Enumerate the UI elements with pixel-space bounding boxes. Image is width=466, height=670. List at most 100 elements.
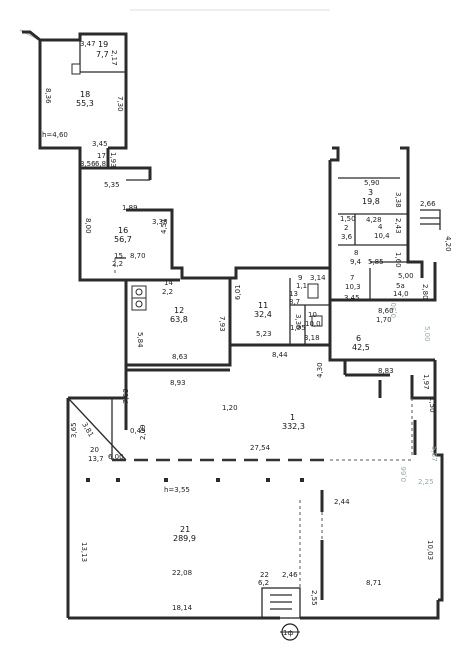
dim-r22-h: 2,55 xyxy=(310,590,318,606)
room-9-number: 9 xyxy=(298,274,302,282)
dim-r10-c: 8,44 xyxy=(272,351,288,359)
dim-r1-c: 27,54 xyxy=(250,444,271,452)
dim-r1-d: 1,50 xyxy=(428,397,436,413)
dim-r21-w: 22,08 xyxy=(172,569,192,577)
room-12-number: 12 xyxy=(174,306,184,315)
dim-r17-b: 3,56 xyxy=(80,160,96,168)
dim-r1-f: 0,66 xyxy=(400,466,408,482)
room-2-number: 2 xyxy=(344,224,348,232)
columns xyxy=(86,478,304,482)
room-labels: 19 7,7 18 55,3 17 6,8 16 56,7 15 2,2 14 … xyxy=(76,40,409,587)
dim-r20-e: 6,00 xyxy=(108,453,124,461)
entrance-marker: 1ф xyxy=(280,623,300,641)
dim-r20-c: 0,49 xyxy=(130,427,146,435)
dim-r19-h: 2,17 xyxy=(110,50,118,66)
dim-r11-h: 6,01 xyxy=(234,284,242,300)
room-19-area: 7,7 xyxy=(96,50,109,59)
dim-r10-a: 3,35 xyxy=(294,314,302,330)
dim-r16-f: 8,70 xyxy=(130,252,146,260)
room-9-area: 1,1 xyxy=(296,282,307,290)
dim-r6-w: 8,60 xyxy=(378,307,394,315)
room-19-number: 19 xyxy=(98,40,108,49)
room-14-area: 2,2 xyxy=(162,288,173,296)
dim-r1-a: 7,63 xyxy=(122,388,130,404)
room-8-number: 8 xyxy=(354,249,358,257)
dim-r18-w: 7,30 xyxy=(116,96,124,112)
dim-r20-a: 3,65 xyxy=(70,422,78,438)
room-4-area: 10,4 xyxy=(374,232,390,240)
dim-r5-d: 1,70 xyxy=(376,316,392,324)
dim-r5-c: 3,45 xyxy=(344,294,360,302)
dim-r21-e: 10,03 xyxy=(426,540,434,560)
dim-r5-b: 2,80 xyxy=(421,284,429,300)
walls xyxy=(22,30,444,620)
dim-r5-f: 5,00 xyxy=(423,326,431,342)
dim-r19-w: 3,47 xyxy=(80,40,96,48)
dim-r16-c: 1,89 xyxy=(122,204,138,212)
dim-r1-b: 1,20 xyxy=(222,404,238,412)
dim-r6-b: 8,83 xyxy=(378,367,394,375)
dim-r21-d: 8,71 xyxy=(366,579,382,587)
dim-r12-l: 5,84 xyxy=(136,332,144,348)
room-10-number: 10 xyxy=(308,311,317,319)
dim-r1-e: 5,87 xyxy=(430,446,438,462)
dim-r6-c: 4,30 xyxy=(316,362,324,378)
room-16-number: 16 xyxy=(118,226,128,235)
dim-r12-h: 7,93 xyxy=(218,316,226,332)
dim-r21-b: 18,14 xyxy=(172,604,193,612)
dashed-lines xyxy=(112,258,413,588)
room-7-number: 7 xyxy=(350,274,354,282)
room-17-number: 17 xyxy=(97,152,106,160)
room-3-area: 19,8 xyxy=(362,197,380,206)
room-22-area: 6,2 xyxy=(258,579,269,587)
dim-h355: h=3,55 xyxy=(164,486,190,494)
room-8-area: 9,4 xyxy=(350,258,362,266)
dim-r17-a: 3,45 xyxy=(92,140,108,148)
dim-r12-b: 8,93 xyxy=(170,379,186,387)
room-3-number: 3 xyxy=(368,188,373,197)
dim-r17-c: 1,93 xyxy=(109,152,117,168)
room-20-area: 13,7 xyxy=(88,455,104,463)
dim-ext-h: 4,20 xyxy=(444,236,452,252)
room-14-number: 14 xyxy=(164,279,173,287)
room-18-area: 55,3 xyxy=(76,99,94,108)
room-15-area: 2,2 xyxy=(112,260,123,268)
dim-r16-e: 4,51 xyxy=(160,218,168,234)
dim-r5-e: 0,30 xyxy=(390,302,398,318)
dim-r4-h: 2,43 xyxy=(394,218,402,234)
dim-r13-b: 1,55 xyxy=(290,324,306,332)
dim-r12-w: 8,63 xyxy=(172,353,188,361)
room-1-number: 1 xyxy=(290,413,295,422)
dim-r22-w: 2,46 xyxy=(282,571,298,579)
dim-r2-w: 1,50 xyxy=(340,215,356,223)
room-18-number: 18 xyxy=(80,90,90,99)
dim-r3-w: 5,90 xyxy=(364,179,380,187)
dim-r1-g: 2,25 xyxy=(418,478,434,486)
room-4-number: 4 xyxy=(378,223,383,231)
room-16-area: 56,7 xyxy=(114,235,132,244)
dim-r8-b: 5,85 xyxy=(368,258,384,266)
dim-h460: h=4,60 xyxy=(42,131,68,139)
room-2-area: 3,6 xyxy=(341,233,353,241)
dim-ext-w: 2,66 xyxy=(420,200,436,208)
room-10-area: 10,0 xyxy=(305,320,321,328)
room-15-number: 15 xyxy=(114,252,123,260)
dimension-labels: 3,47 2,17 8,36 7,30 h=4,60 3,45 3,56 1,9… xyxy=(42,40,452,612)
entrance-label: 1ф xyxy=(283,629,293,637)
dim-r10-b: 3,18 xyxy=(304,334,320,342)
room-17-area: 6,8 xyxy=(95,160,106,168)
room-6-area: 42,5 xyxy=(352,343,370,352)
room-5a-area: 14,0 xyxy=(393,290,409,298)
dim-r3-h: 3,38 xyxy=(394,192,402,208)
dim-r4-w: 4,28 xyxy=(366,216,382,224)
dim-r13-a: 3,14 xyxy=(310,274,326,282)
dim-r16-d: 3,38 xyxy=(152,218,168,226)
room-5a-number: 5а xyxy=(396,282,405,290)
scan-marks xyxy=(19,9,330,41)
dim-r6-d: 1,97 xyxy=(422,374,430,390)
fixtures xyxy=(71,63,323,327)
room-1-area: 332,3 xyxy=(282,422,305,431)
dim-r16-a: 5,35 xyxy=(104,181,120,189)
dim-r18-h: 8,36 xyxy=(44,88,52,104)
